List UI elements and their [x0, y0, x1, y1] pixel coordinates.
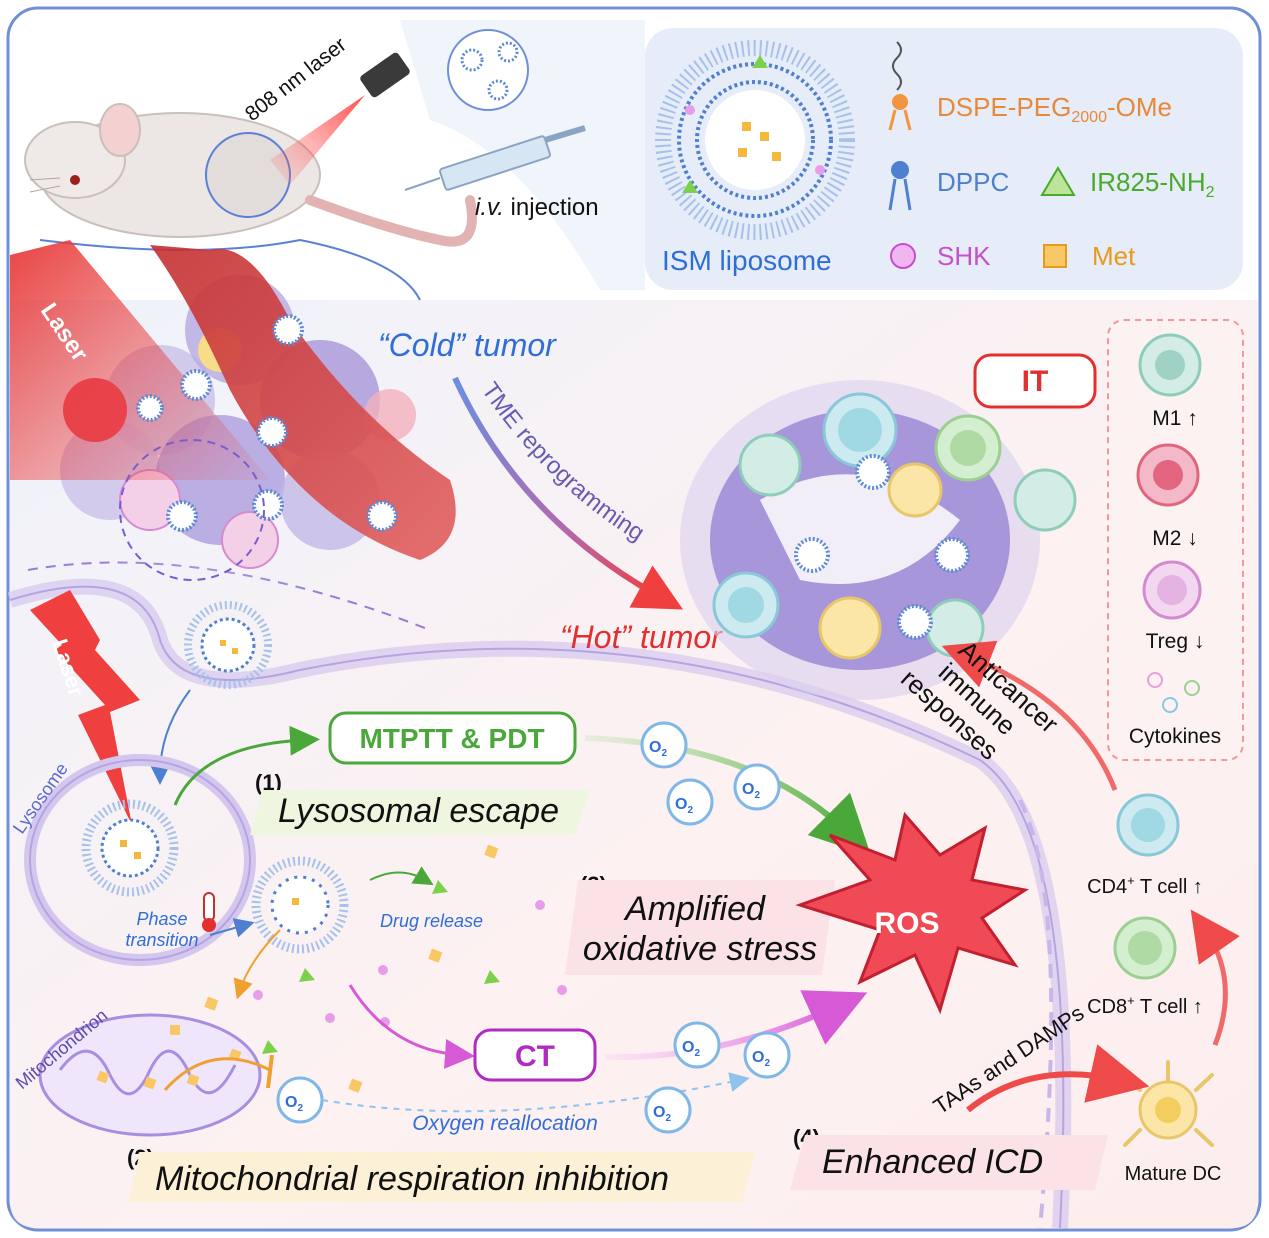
- mtptt-to-ros-arrow: [584, 735, 872, 857]
- oxygen-reallocation-arrow: [321, 1072, 750, 1113]
- mature-dc-label: Mature DC: [1125, 1163, 1222, 1185]
- ct-label: CT: [515, 1040, 555, 1073]
- phase-transition-arrow: [209, 918, 255, 938]
- shk-label: SHK: [937, 241, 991, 271]
- to-mitochondrion-arrow: [233, 929, 281, 1000]
- zoom-region-circle: [119, 439, 265, 581]
- liposome-structure-icon: [655, 40, 855, 240]
- lysosome-liposome-icon: [81, 799, 179, 897]
- injection-label: i.v. injection: [475, 194, 599, 221]
- treg-label: Treg ↓: [1146, 630, 1205, 653]
- blood-vessel: [150, 245, 456, 560]
- o2-bubble: O2: [733, 763, 781, 811]
- lysosome-outline: [29, 759, 251, 961]
- peg-icon: [888, 41, 912, 131]
- svg-text:O2: O2: [653, 1104, 671, 1124]
- anticancer-arrow: [941, 640, 1118, 791]
- ir825-label: IR825-NH2: [1090, 167, 1215, 201]
- step3-line1: Amplified: [623, 890, 766, 928]
- step1-label: Lysosomal escape: [278, 792, 559, 830]
- thermometer-icon: [202, 892, 216, 932]
- ros-label: ROS: [874, 907, 939, 940]
- step3-line2: oxidative stress: [583, 930, 817, 968]
- o2-bubble: O2: [743, 1031, 791, 1079]
- laser-device-icon: [270, 52, 410, 185]
- syringe-icon: [404, 125, 586, 191]
- o2-bubble: O2: [673, 1021, 721, 1069]
- to-mtptt-arrow: [173, 725, 320, 806]
- liposome-label: ISM liposome: [662, 245, 832, 276]
- liposome-zoom-circle: [447, 29, 529, 111]
- mouse-illustration: [24, 103, 477, 301]
- svg-text:O2: O2: [742, 781, 760, 801]
- tme-arrow: [452, 376, 684, 610]
- step4-banner: [790, 1135, 1108, 1190]
- mitochondrion-icon: [38, 1013, 262, 1137]
- vessel-liposomes: [136, 314, 398, 532]
- phase-transition-line1: Phase: [136, 909, 187, 929]
- descending-liposome-icon: [184, 601, 272, 689]
- it-badge: [973, 353, 1097, 409]
- drug-release-arrow: [369, 866, 434, 886]
- ct-to-ros-arrow: [604, 990, 868, 1061]
- m2-macrophage-icon: [1136, 443, 1200, 507]
- ct-badge: [473, 1028, 597, 1082]
- hot-tumor-label: “Hot” tumor: [560, 619, 723, 655]
- m2-label: M2 ↓: [1152, 527, 1198, 550]
- inhibition-line: [163, 1057, 271, 1092]
- taas-damps-arrow: [966, 1044, 1150, 1113]
- oxygen-reallocation-label: Oxygen reallocation: [412, 1112, 598, 1135]
- ros-burst-icon: [795, 811, 1029, 1015]
- drug-release-label: Drug release: [380, 911, 483, 931]
- step3-banner: [565, 880, 835, 975]
- dppc-icon: [888, 161, 912, 211]
- liposome-mini-icons: [460, 41, 519, 101]
- o2-bubble: O2: [276, 1076, 324, 1124]
- step2-banner: [128, 1152, 755, 1202]
- cold-tumor-label: “Cold” tumor: [378, 327, 557, 363]
- legend-panel: [645, 28, 1243, 290]
- svg-text:O2: O2: [675, 796, 693, 816]
- o2-bubble: O2: [640, 721, 688, 769]
- immune-cell-legend-box: [1107, 319, 1244, 761]
- step2-label: Mitochondrial respiration inhibition: [155, 1160, 669, 1198]
- hot-tumor-cluster: [680, 380, 1077, 700]
- svg-text:O2: O2: [682, 1039, 700, 1059]
- cd4-t-cell-icon: [1116, 793, 1180, 857]
- released-liposome-icon: [251, 856, 349, 954]
- dppc-label: DPPC: [937, 167, 1009, 197]
- anticancer-label-group: Anticancer immune responses: [895, 634, 1064, 765]
- treg-cell-icon: [1142, 560, 1202, 620]
- inhibition-bar: [266, 1054, 274, 1089]
- cd8-t-cell-icon: [1113, 916, 1177, 980]
- ir825-triangle-icon: [1040, 166, 1076, 196]
- cytokines-icon: [1147, 672, 1200, 713]
- svg-text:O2: O2: [752, 1049, 770, 1069]
- cd8-label: CD8+ T cell ↑: [1087, 993, 1203, 1018]
- svg-text:O2: O2: [649, 739, 667, 759]
- svg-text:O2: O2: [285, 1094, 303, 1114]
- to-ct-arrow: [348, 984, 475, 1069]
- mtptt-pdt-label: MTPTT & PDT: [359, 723, 544, 754]
- step1-banner: [250, 790, 590, 835]
- met-label: Met: [1092, 241, 1136, 271]
- o2-bubble: O2: [666, 778, 714, 826]
- mtptt-pdt-badge: [328, 711, 577, 765]
- laser-beam-1: [10, 240, 270, 480]
- shk-circle-icon: [890, 243, 916, 269]
- cytokines-label: Cytokines: [1129, 725, 1221, 748]
- dc-to-tcell-arrow: [1190, 909, 1240, 1046]
- mitochondrion-cristae: [58, 1049, 237, 1096]
- it-label: IT: [1022, 365, 1049, 398]
- o2-bubble: O2: [644, 1086, 692, 1134]
- cd4-label: CD4+ T cell ↑: [1087, 873, 1203, 898]
- peg-label: DSPE-PEG2000-OMe: [937, 92, 1172, 126]
- step4-label: Enhanced ICD: [822, 1143, 1043, 1181]
- met-square-icon: [1043, 244, 1067, 268]
- phase-transition-line2: transition: [125, 930, 198, 950]
- m1-label: M1 ↑: [1152, 407, 1198, 430]
- m1-macrophage-icon: [1138, 333, 1202, 397]
